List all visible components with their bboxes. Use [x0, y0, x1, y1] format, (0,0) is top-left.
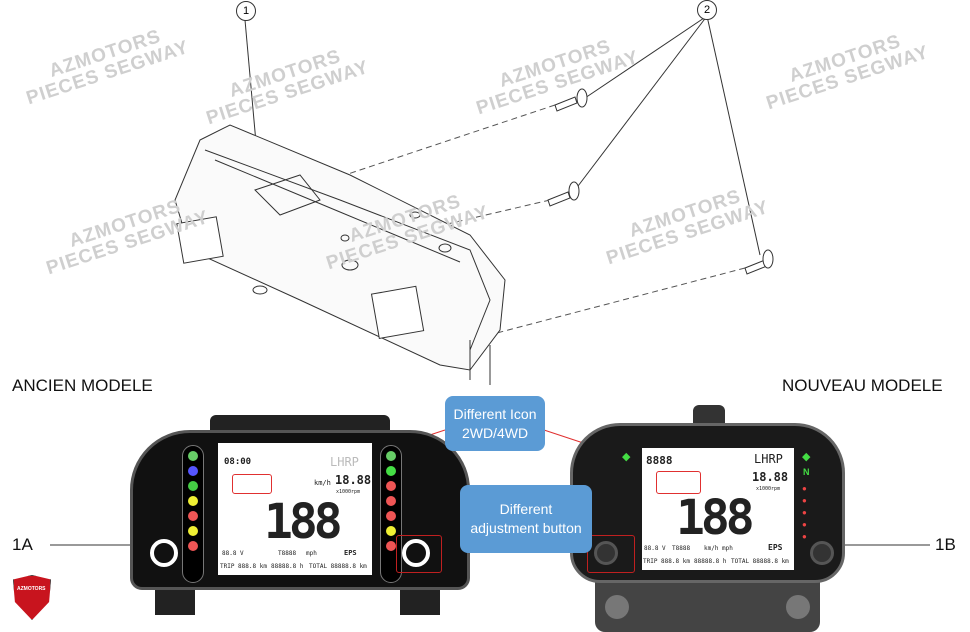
adjust-button[interactable]	[594, 541, 618, 565]
lcd-kmh: km/h	[314, 479, 331, 487]
callout-1: 1	[236, 1, 256, 21]
2wd-4wd-icon	[232, 474, 272, 494]
2wd-4wd-icon	[656, 471, 701, 494]
warning-lights-icon: ● ● ● ● ●	[802, 484, 807, 541]
lcd-hours: 88888.8 h	[271, 563, 304, 570]
lcd-temp: T8888	[672, 545, 691, 552]
lcd-eps: EPS	[344, 549, 357, 557]
callout-2: 2	[697, 0, 717, 20]
lcd-speed: 188	[264, 494, 343, 550]
lcd-total: TOTAL 88888.8 km	[309, 563, 367, 570]
lcd-mode: LHRP	[754, 452, 783, 466]
part-1b-label: 1B	[935, 535, 956, 554]
lcd-unit: km/h mph	[704, 545, 733, 552]
lcd-mode: LHRP	[330, 455, 359, 469]
lcd-total: TOTAL 88888.8 km	[731, 558, 789, 565]
exploded-parts-drawing	[174, 15, 774, 385]
lcd-volt: 88.8 V	[644, 545, 666, 552]
new-model-label: NOUVEAU MODELE	[782, 376, 943, 395]
turn-right-icon: ◆	[802, 451, 811, 463]
lcd-trip: TRIP 888.8 km	[220, 563, 267, 570]
lcd-volt: 88.8 V	[222, 550, 244, 557]
old-dashboard: 08:00 LHRP km/h 18.88 x1000rpm 188 88.8 …	[130, 415, 470, 615]
neutral-icon: N	[803, 467, 810, 477]
part-1a-label: 1A	[12, 535, 33, 554]
lcd-temp: T8888	[278, 550, 297, 557]
lcd-trip: TRIP 888.8 km	[643, 558, 690, 565]
lcd-time: 8888	[646, 454, 673, 467]
lcd-mph: mph	[306, 550, 317, 557]
lcd-speed: 188	[676, 490, 755, 546]
lcd-hours: 88888.8 h	[694, 558, 727, 565]
lcd-rpm-unit: x1000rpm	[756, 486, 781, 492]
old-model-label: ANCIEN MODELE	[12, 376, 153, 395]
lcd-rpm-unit: x1000rpm	[336, 489, 361, 495]
highlight-box	[396, 535, 442, 573]
adjust-button[interactable]	[402, 539, 430, 567]
lcd-eps: EPS	[768, 543, 783, 552]
screw-icon	[547, 88, 774, 275]
adjust-button[interactable]	[150, 539, 178, 567]
lcd-rpm: 18.88	[752, 470, 789, 484]
new-dashboard: ◆ ◆ N ● ● ● ● ● 8888 LHRP 18.88 x1000rpm…	[570, 405, 845, 632]
adjust-button[interactable]	[810, 541, 834, 565]
lcd-rpm: 18.88	[335, 473, 372, 487]
highlight-box	[587, 535, 635, 573]
lcd-time: 08:00	[224, 457, 252, 467]
turn-left-icon: ◆	[622, 451, 631, 463]
